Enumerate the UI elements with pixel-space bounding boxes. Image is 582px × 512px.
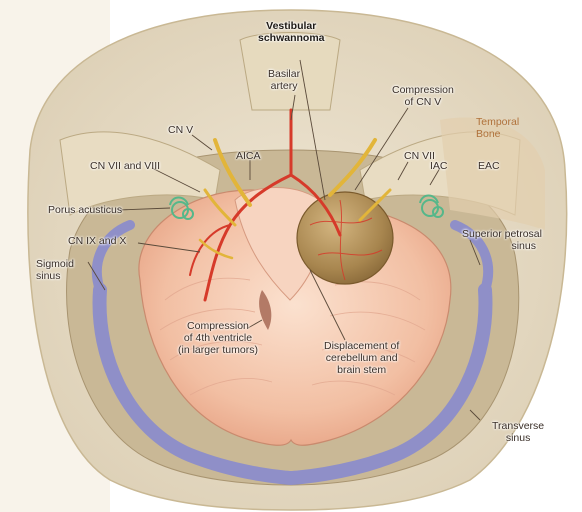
label-cn-ix-and-x: CN IX and X (68, 235, 126, 247)
tumor (297, 192, 393, 284)
label-porus-acusticus: Porus acusticus (48, 204, 122, 216)
label-eac: EAC (478, 160, 500, 172)
label-cn-vii-and-viii: CN VII and VIII (90, 160, 160, 172)
label-cn-v: CN V (168, 124, 193, 136)
label-aica: AICA (236, 150, 261, 162)
label-iac: IAC (430, 160, 448, 172)
